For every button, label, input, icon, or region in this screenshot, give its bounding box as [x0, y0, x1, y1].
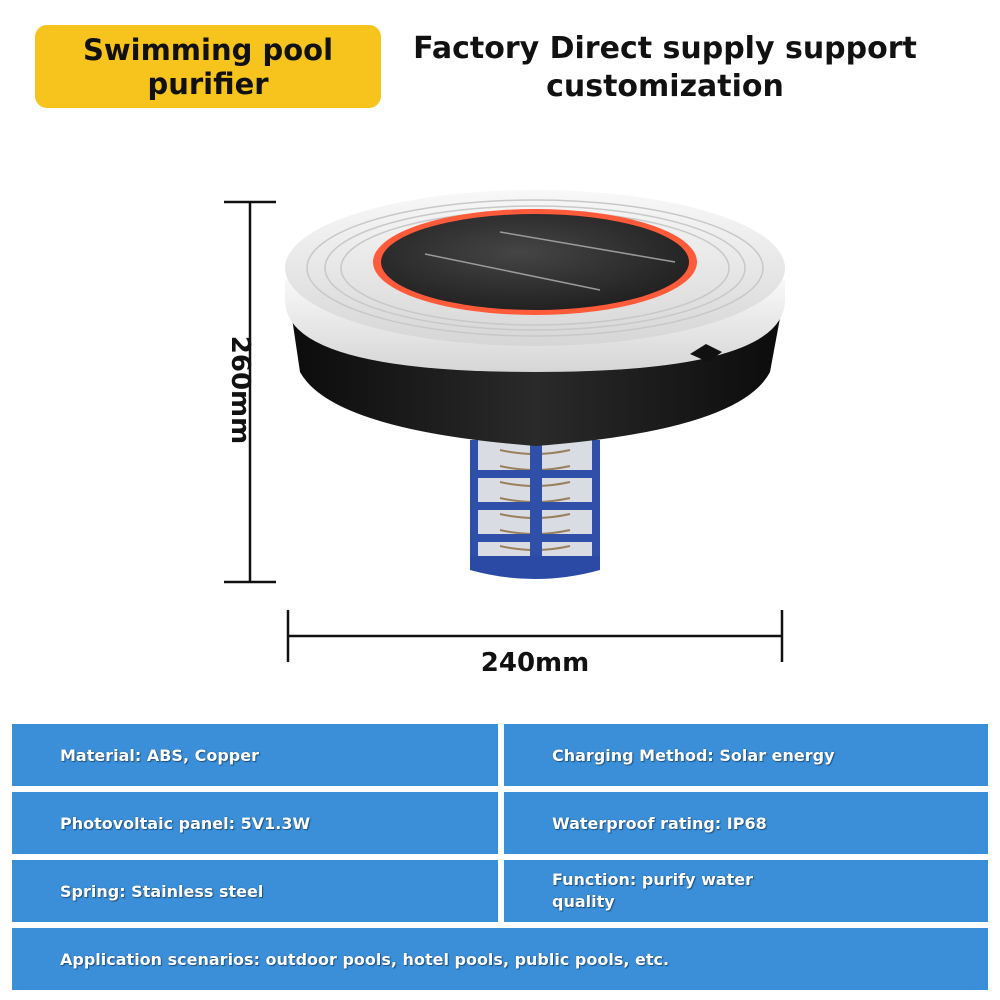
spec-table: Material: ABS, Copper Charging Method: S…	[12, 724, 988, 992]
product-figure	[224, 190, 785, 662]
spec-application: Application scenarios: outdoor pools, ho…	[12, 928, 988, 990]
spec-function-cell: Function: purify water quality	[504, 860, 988, 922]
height-label: 260mm	[225, 335, 255, 445]
height-dimension-line	[224, 200, 276, 584]
solar-panel	[373, 209, 697, 315]
spec-row-3: Spring: Stainless steel Function: purify…	[12, 860, 988, 922]
height-label-box: 260mm	[140, 220, 340, 560]
spec-waterproof: Waterproof rating: IP68	[504, 792, 988, 854]
headline: Factory Direct supply support customizat…	[413, 31, 917, 104]
badge-text: Swimming pool purifier	[82, 32, 334, 101]
spec-row-1: Material: ABS, Copper Charging Method: S…	[12, 724, 988, 786]
spec-panel: Photovoltaic panel: 5V1.3W	[12, 792, 498, 854]
spec-function: Function: purify water quality	[552, 870, 754, 911]
title-badge: Swimming pool purifier	[35, 25, 381, 108]
spec-material: Material: ABS, Copper	[12, 724, 498, 786]
spec-row-2: Photovoltaic panel: 5V1.3W Waterproof ra…	[12, 792, 988, 854]
width-dimension-line	[286, 610, 784, 662]
spec-charging: Charging Method: Solar energy	[504, 724, 988, 786]
width-label: 240mm	[480, 648, 590, 678]
spec-spring: Spring: Stainless steel	[12, 860, 498, 922]
spec-row-4: Application scenarios: outdoor pools, ho…	[12, 928, 988, 990]
filter-basket	[470, 438, 600, 579]
